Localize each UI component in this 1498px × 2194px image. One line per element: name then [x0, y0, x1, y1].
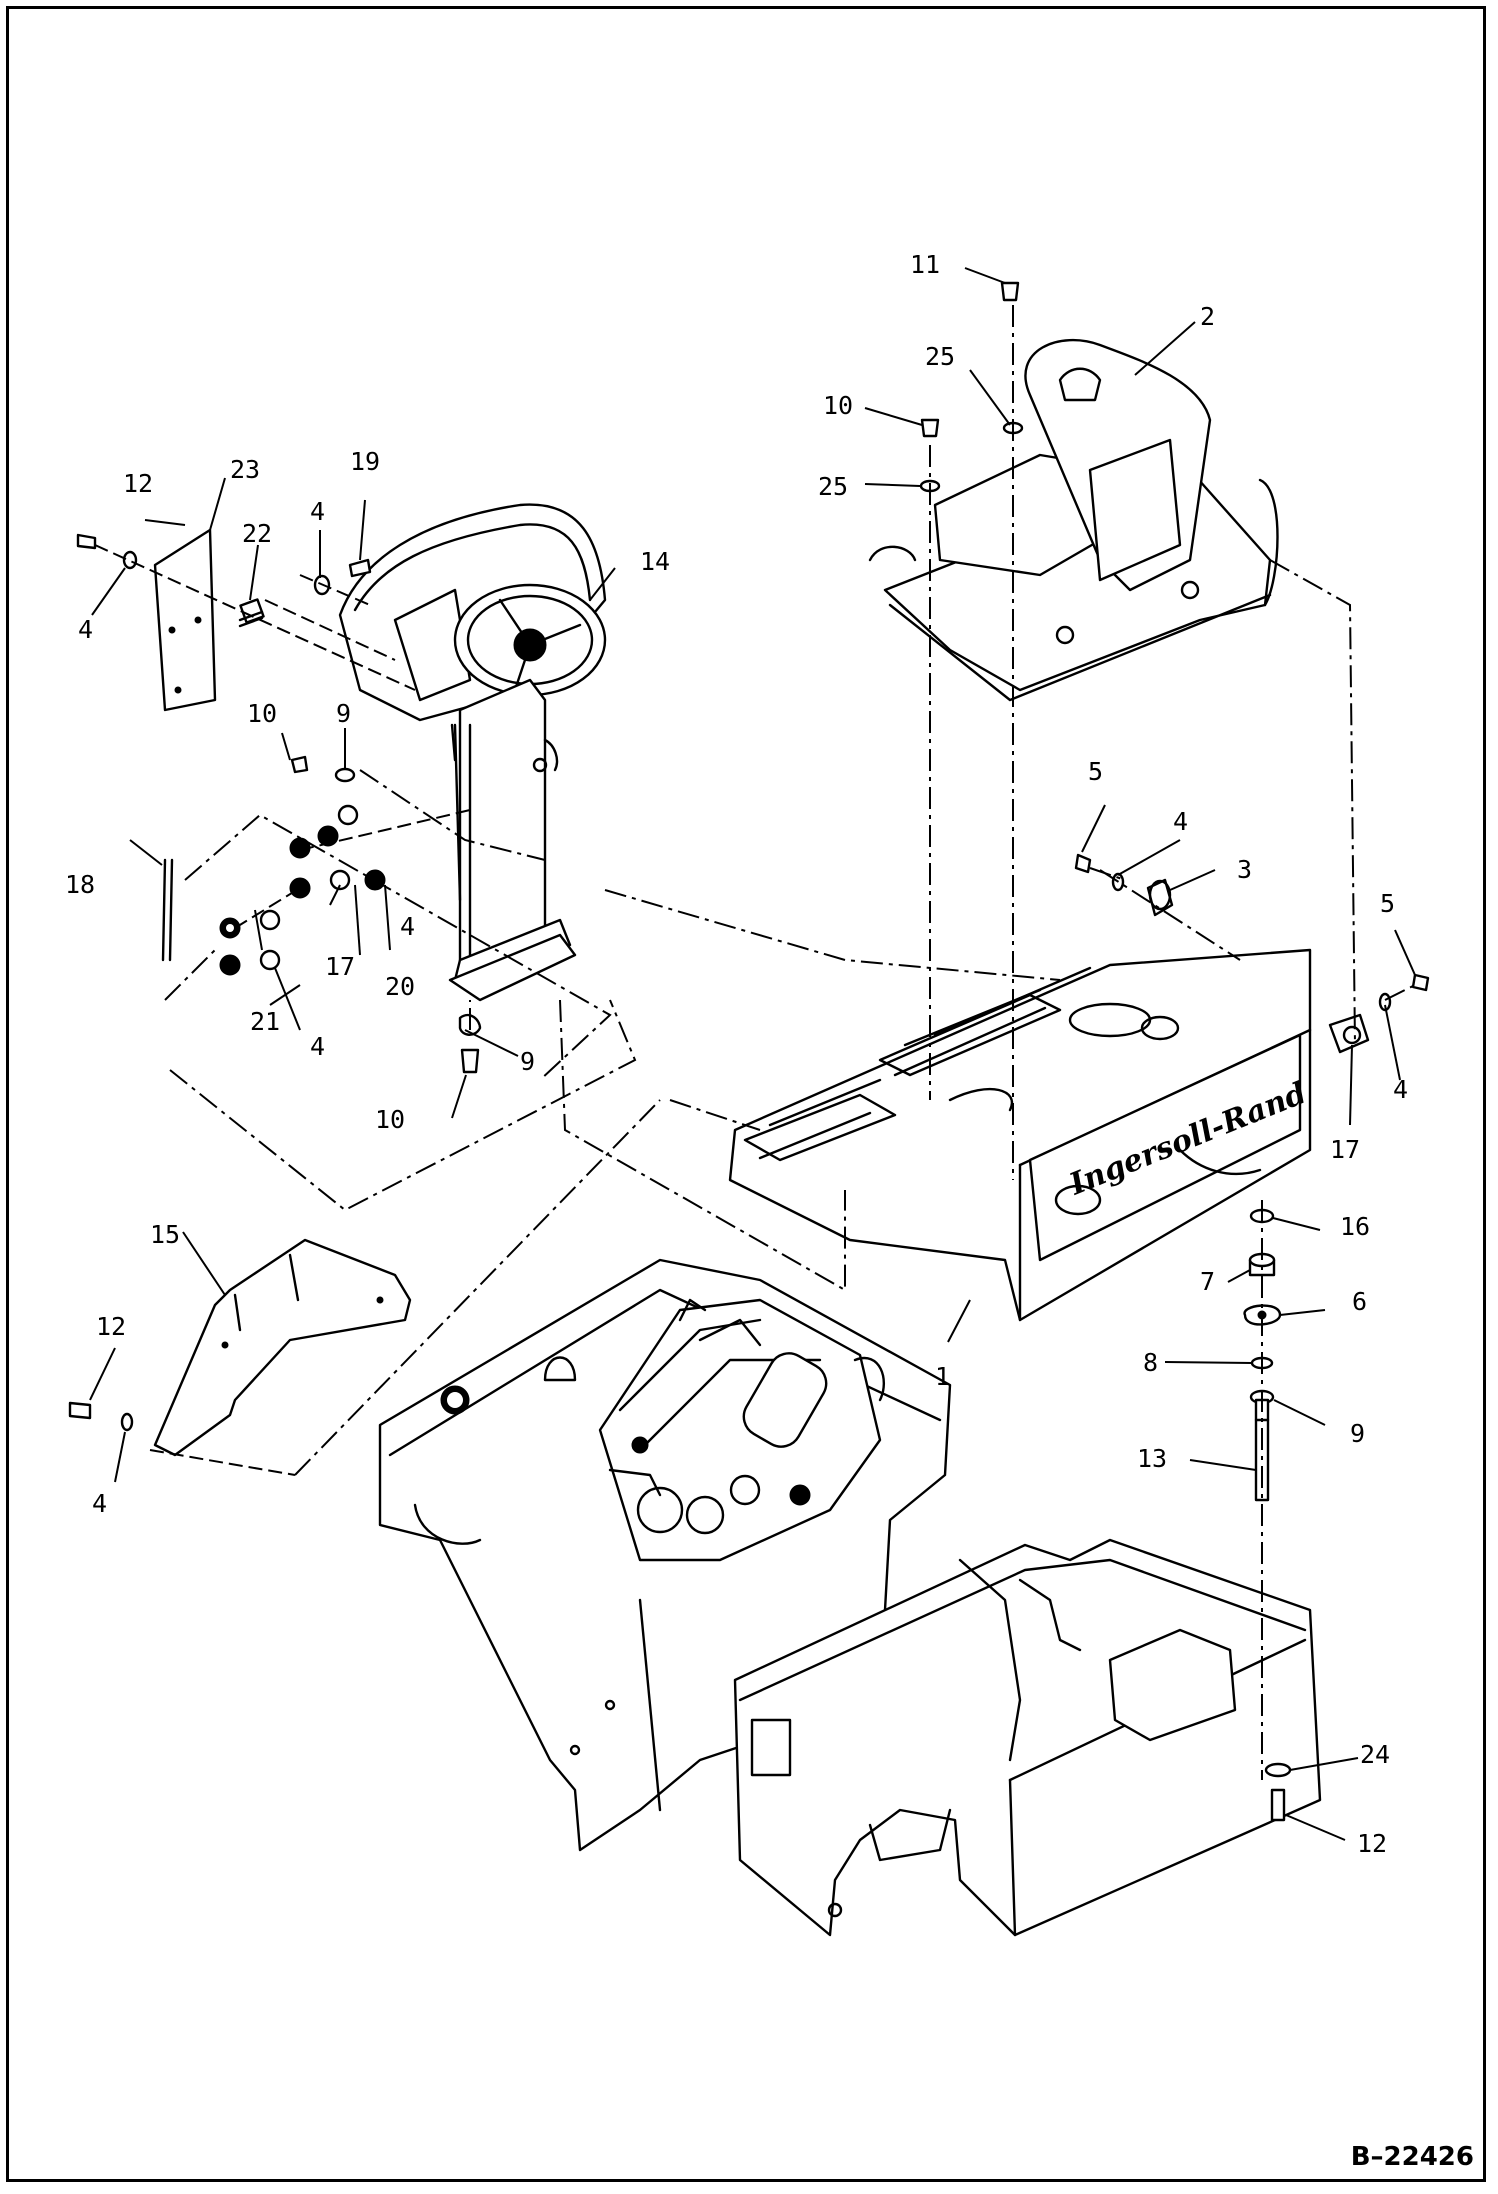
operator-platform-cover: Ingersoll-Rand: [728, 948, 1311, 1322]
callout-7: 7: [1200, 1267, 1215, 1296]
callout-16: 16: [1340, 1212, 1370, 1241]
callout-18: 18: [65, 870, 95, 899]
callout-4-left: 4: [78, 615, 93, 644]
side-panel: [153, 1238, 412, 1457]
callout-15: 15: [150, 1220, 180, 1249]
step-treads: [743, 966, 1092, 1162]
callout-10-mid: 10: [247, 699, 277, 728]
leader-lines: [89, 267, 1416, 1841]
callout-4-right: 4: [1393, 1075, 1408, 1104]
callout-13: 13: [1137, 1444, 1167, 1473]
callout-4-lowest: 4: [92, 1489, 107, 1518]
fasteners: [68, 281, 1430, 1432]
callout-12-top: 12: [123, 469, 153, 498]
callout-4-top: 4: [310, 497, 325, 526]
rear-frame: [733, 1538, 1322, 1937]
callout-9-mid: 9: [336, 699, 351, 728]
callout-1: 1: [935, 1362, 950, 1391]
callout-8: 8: [1143, 1348, 1158, 1377]
assembly-phantom-lines: [94, 305, 1416, 1780]
callout-4-bracket: 4: [1173, 807, 1188, 836]
callout-21: 21: [250, 1007, 280, 1036]
drawing-reference-number: B–22426: [1350, 2142, 1474, 2172]
callout-3: 3: [1237, 855, 1252, 884]
callout-9-right: 9: [1350, 1419, 1365, 1448]
callout-2: 2: [1200, 302, 1215, 331]
control-rod: [161, 858, 174, 962]
callout-22: 22: [242, 519, 272, 548]
callout-25-lower: 25: [818, 472, 848, 501]
switch-component: [238, 598, 265, 628]
callout-4-lowleft: 4: [310, 1032, 325, 1061]
callout-5-right: 5: [1380, 889, 1395, 918]
callout-4-mid: 4: [400, 912, 415, 941]
callout-5-bracket: 5: [1088, 757, 1103, 786]
callout-6: 6: [1352, 1287, 1367, 1316]
callout-25-upper: 25: [925, 342, 955, 371]
callout-23: 23: [230, 455, 260, 484]
callout-11: 11: [910, 250, 940, 279]
engine: [598, 1298, 885, 1562]
seat-bracket: [1146, 878, 1174, 917]
callout-10-seat: 10: [823, 391, 853, 420]
access-plate: [153, 528, 217, 712]
callout-17-left: 17: [325, 952, 355, 981]
callout-9-lower: 9: [520, 1047, 535, 1076]
callout-19: 19: [350, 447, 380, 476]
callout-10-lower: 10: [375, 1105, 405, 1134]
callout-14: 14: [640, 547, 670, 576]
pedal-hardware: [219, 804, 386, 976]
callout-12-left: 12: [96, 1312, 126, 1341]
seat-assembly: [868, 338, 1279, 702]
callout-17-right: 17: [1330, 1135, 1360, 1164]
callout-20: 20: [385, 972, 415, 1001]
callout-labels: 11 2 25 10 25 12 23 19 22 4 14 4 10 9 18…: [65, 250, 1408, 1858]
callout-12-bottom: 12: [1357, 1829, 1387, 1858]
steering-column-assembly: [338, 503, 607, 1002]
callout-24: 24: [1360, 1740, 1390, 1769]
